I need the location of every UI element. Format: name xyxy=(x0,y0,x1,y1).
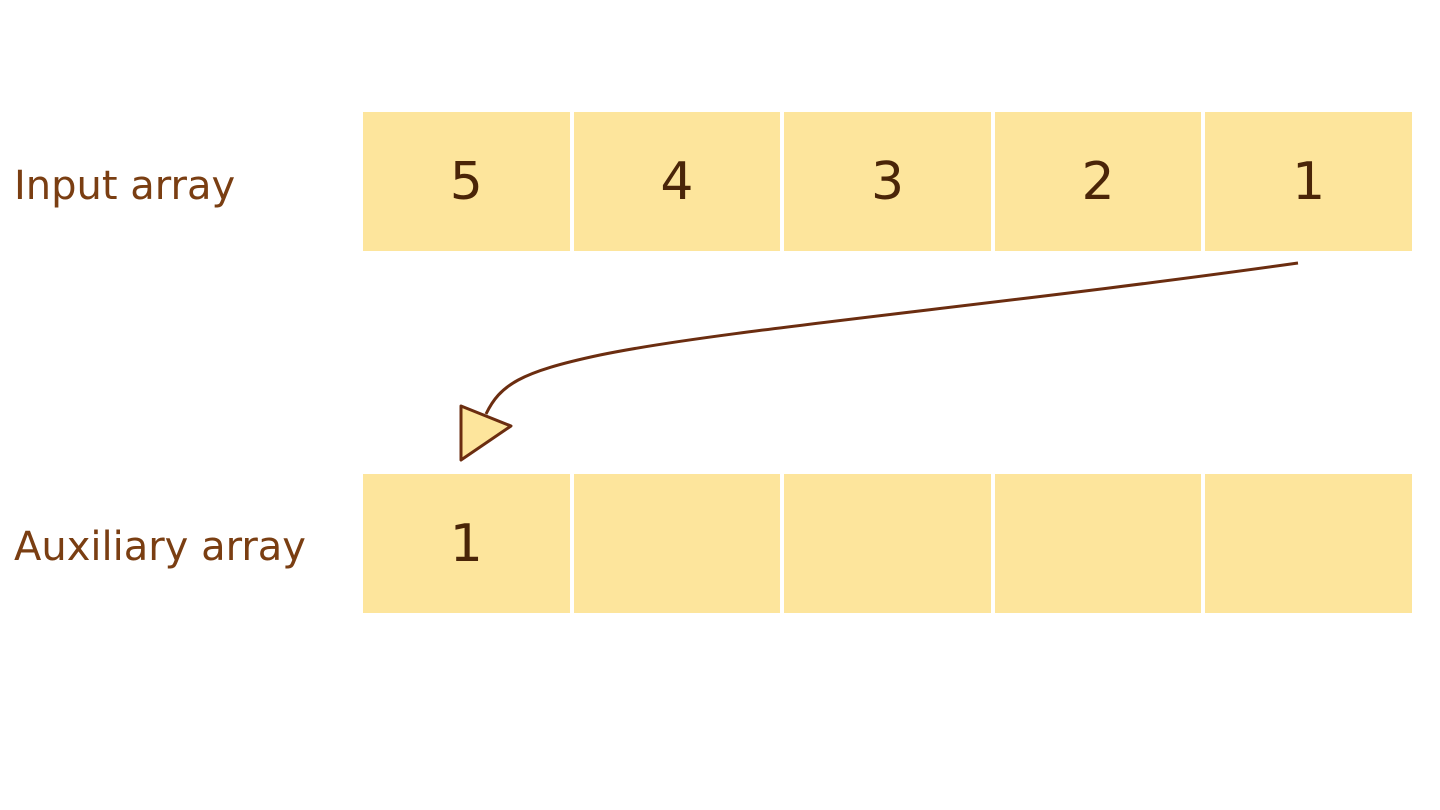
input-cell-value: 5 xyxy=(449,151,483,212)
input-cell-value: 4 xyxy=(660,151,694,212)
input-cell-value: 3 xyxy=(870,151,905,212)
input-cell-2: 3 xyxy=(784,112,991,251)
input-array-label: Input array xyxy=(14,163,236,209)
aux-cell-2 xyxy=(784,474,991,613)
input-cell-value: 1 xyxy=(1292,151,1326,212)
aux-cell-value: 1 xyxy=(449,513,483,574)
auxiliary-array: 1 xyxy=(363,474,1412,613)
arrow-head xyxy=(459,404,513,462)
input-cell-4: 1 xyxy=(1205,112,1412,251)
arrow-curve xyxy=(484,261,1299,415)
aux-cell-3 xyxy=(994,474,1202,613)
aux-cell-4 xyxy=(1205,474,1412,613)
input-cell-3: 2 xyxy=(994,112,1202,251)
input-cell-value: 2 xyxy=(1081,151,1115,212)
aux-cell-0: 1 xyxy=(363,474,570,613)
aux-cell-1 xyxy=(573,474,781,613)
input-cell-0: 5 xyxy=(363,112,570,251)
input-array: 5 4 3 2 1 xyxy=(363,112,1412,251)
auxiliary-array-label: Auxiliary array xyxy=(14,524,306,570)
input-cell-1: 4 xyxy=(573,112,781,251)
